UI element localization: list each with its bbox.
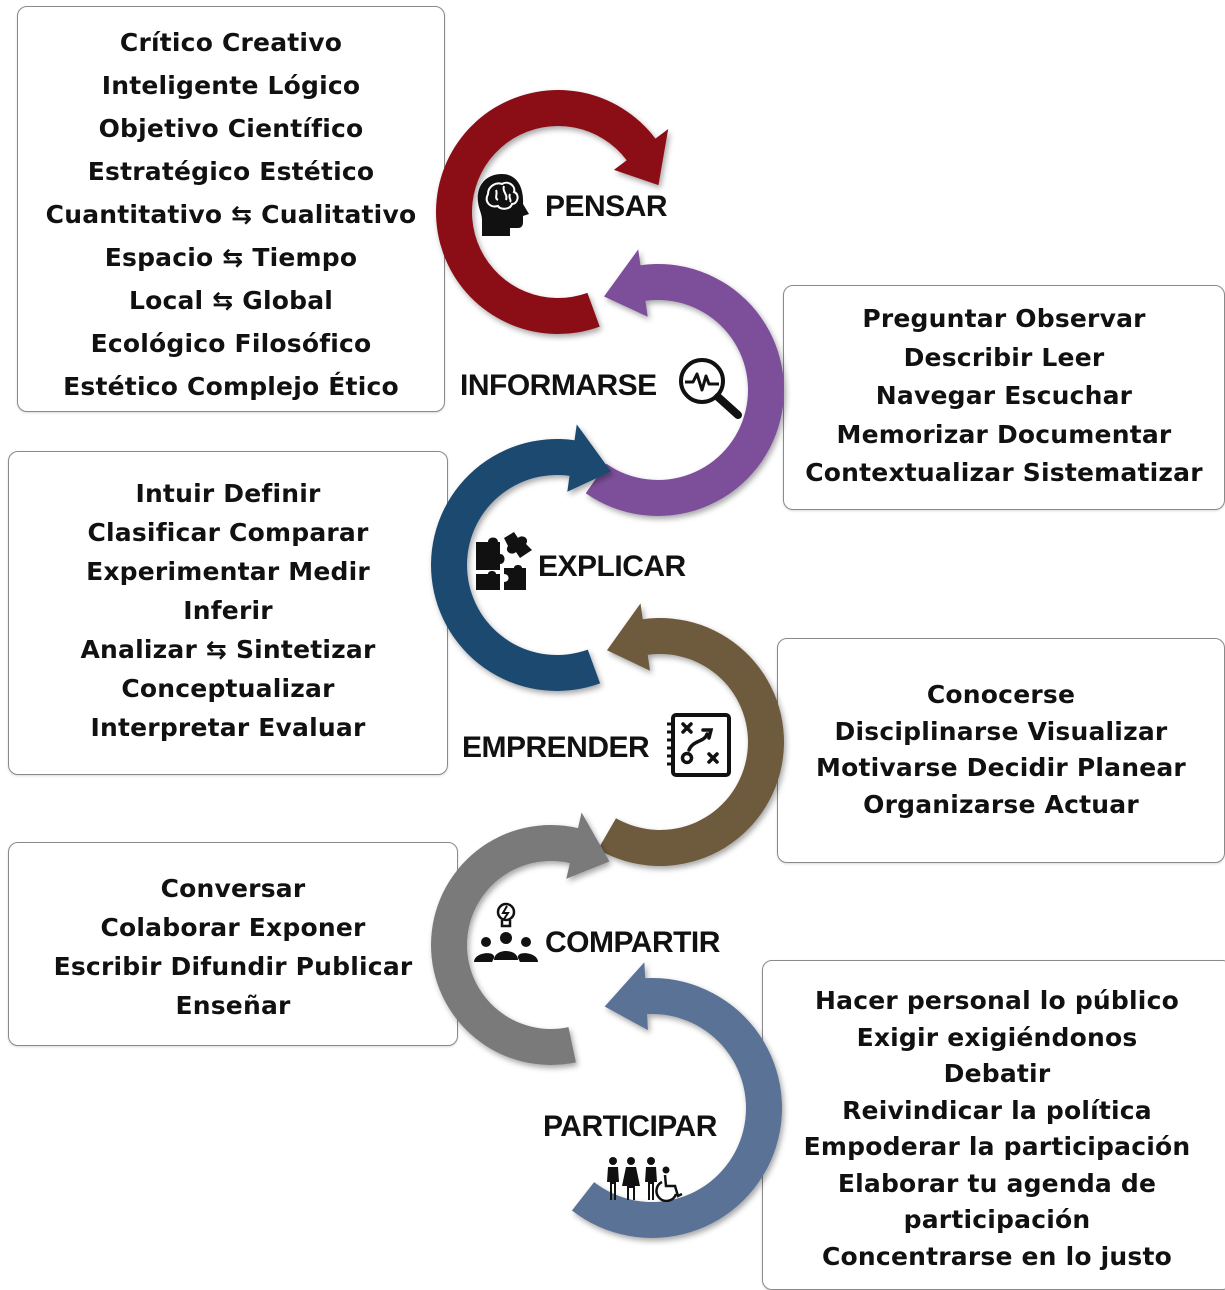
list-item: Interpretar Evaluar [90,713,366,742]
stage-label-emprender: EMPRENDER [462,731,650,764]
explicar-box: Intuir Definir Clasificar Comparar Exper… [8,451,448,775]
list-item: Estratégico Estético [87,157,375,186]
informarse-box: Preguntar Observar Describir Leer Navega… [783,285,1225,510]
stage-label-explicar: EXPLICAR [538,550,686,583]
magnifier-pulse-icon [679,358,742,419]
list-item: Experimentar Medir [86,557,370,586]
list-item: Hacer personal lo público [815,986,1179,1015]
list-item: Enseñar [175,991,291,1020]
list-item: Motivarse Decidir Planear [816,753,1186,782]
stage-label-informarse: INFORMARSE [460,369,657,402]
emprender-box: Conocerse Disciplinarse Visualizar Motiv… [777,638,1225,863]
list-item: Memorizar Documentar [836,419,1172,449]
cycle-arrow-explicar [431,424,611,691]
list-item: Inteligente Lógico [101,71,361,100]
pensar-list: Crítico Creativo Inteligente Lógico Obje… [18,21,444,408]
list-item: Intuir Definir [135,479,321,508]
list-item: Concentrarse en lo justo [822,1241,1172,1271]
stage-label-pensar: PENSAR [545,190,668,223]
list-item: Describir Leer [903,342,1105,372]
puzzle-icon [476,532,532,590]
people-accessibility-icon [607,1157,683,1202]
list-item: Conceptualizar [121,674,335,703]
team-idea-icon [474,902,538,962]
list-item: Analizar ⇆ Sintetizar [80,635,376,664]
list-item: Cuantitativo ⇆ Cualitativo [45,200,417,229]
explicar-list: Intuir Definir Clasificar Comparar Exper… [9,474,447,747]
list-item: Contextualizar Sistematizar [805,458,1203,487]
compartir-list: Conversar Colaborar Exponer Escribir Dif… [9,869,457,1025]
list-item: Reivindicar la política [842,1095,1152,1125]
list-item: Debatir [943,1059,1051,1088]
list-item: Organizarse Actuar [863,789,1139,819]
strategy-board-icon [667,713,731,777]
list-item: Estético Complejo Ético [63,372,399,401]
brain-head-icon [477,174,529,236]
list-item: Exigir exigiéndonos [856,1022,1138,1052]
list-item: Empoderar la participación [803,1132,1191,1161]
list-item: Local ⇆ Global [128,286,334,315]
stage-label-compartir: COMPARTIR [545,926,720,959]
list-item: Preguntar Observar [862,304,1146,333]
list-item: Objetivo Científico [98,114,364,143]
list-item: Navegar Escuchar [875,381,1133,410]
stage-label-participar: PARTICIPAR [543,1110,717,1143]
list-item: Inferir [183,596,273,625]
informarse-list: Preguntar Observar Describir Leer Navega… [784,300,1224,493]
participar-box: Hacer personal lo público Exigir exigién… [762,960,1225,1290]
list-item: Disciplinarse Visualizar [834,716,1168,746]
pensar-box: Crítico Creativo Inteligente Lógico Obje… [17,6,445,412]
cycle-arrow-emprender [598,603,784,866]
list-item: Ecológico Filosófico [90,329,372,358]
list-item: Conocerse [926,680,1076,709]
list-item: Colaborar Exponer [100,913,366,942]
cycle-arrow-informarse [585,249,785,516]
list-item: Crítico Creativo [119,28,343,57]
list-item: Conversar [160,874,306,903]
cycle-arrow-participar [571,962,782,1238]
list-item: Espacio ⇆ Tiempo [104,243,358,272]
compartir-box: Conversar Colaborar Exponer Escribir Dif… [8,842,458,1046]
cycle-arrow-pensar [435,89,669,334]
list-item: Escribir Difundir Publicar [53,952,413,981]
cycle-arrow-compartir [430,812,610,1065]
participar-list: Hacer personal lo público Exigir exigién… [763,983,1225,1275]
list-item: Clasificar Comparar [87,518,369,547]
list-item: participación [903,1205,1091,1234]
emprender-list: Conocerse Disciplinarse Visualizar Motiv… [778,677,1224,823]
list-item: Elaborar tu agenda de [837,1168,1157,1198]
